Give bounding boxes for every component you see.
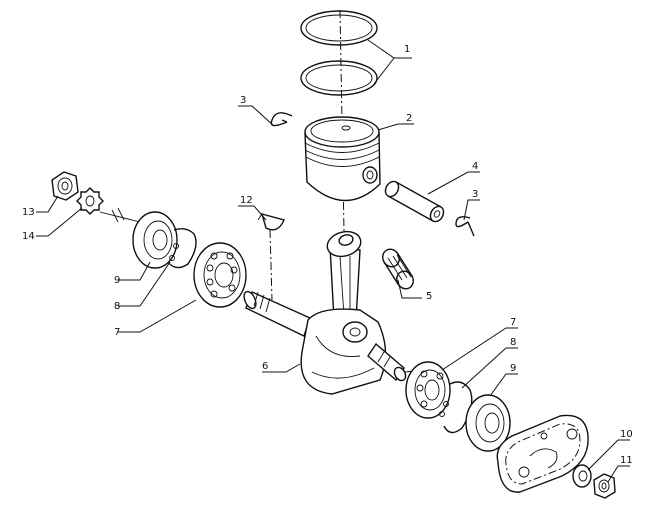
- callout-3-lower: 3: [472, 189, 478, 200]
- callout-5: 5: [426, 291, 432, 302]
- seal-left: [132, 211, 178, 269]
- ball-bearing-left: [193, 242, 247, 308]
- circlip-upper: [270, 112, 293, 127]
- piston-pin: [384, 180, 445, 223]
- callout-11: 11: [620, 455, 633, 466]
- callout-10: 10: [620, 429, 633, 440]
- callout-3-upper: 3: [240, 95, 246, 106]
- needle-bearing: [382, 248, 414, 290]
- piston: [304, 116, 381, 202]
- leader-lines: [36, 39, 630, 483]
- seal-right: [465, 394, 511, 452]
- callout-4: 4: [472, 161, 478, 172]
- circlip-lower: [455, 216, 475, 237]
- callout-12: 12: [240, 195, 253, 206]
- nut-right: [593, 473, 616, 499]
- crankshaft: [243, 230, 407, 395]
- piston-rings: [300, 10, 378, 96]
- cover-plate: [496, 414, 589, 493]
- callout-9-right: 9: [510, 363, 516, 374]
- callout-8-right: 8: [510, 337, 516, 348]
- callout-labels: 1 2 3 4 3 12 5 6 7 8 9 10 11 9 8 7 13 14: [22, 44, 633, 466]
- nut-left: [51, 171, 79, 201]
- ball-bearing-right: [405, 361, 451, 419]
- callout-13: 13: [22, 207, 35, 218]
- callout-8-left: 8: [114, 301, 120, 312]
- callout-1: 1: [404, 44, 410, 55]
- circlip-left: [167, 227, 197, 269]
- washer-right: [572, 464, 592, 488]
- callout-7-left: 7: [114, 327, 120, 338]
- callout-2: 2: [406, 113, 412, 124]
- callout-9-left: 9: [114, 275, 120, 286]
- woodruff-key: [257, 212, 285, 231]
- star-washer-left: [76, 187, 104, 215]
- callout-14: 14: [22, 231, 35, 242]
- callout-6: 6: [262, 361, 268, 372]
- callout-7-right: 7: [510, 317, 516, 328]
